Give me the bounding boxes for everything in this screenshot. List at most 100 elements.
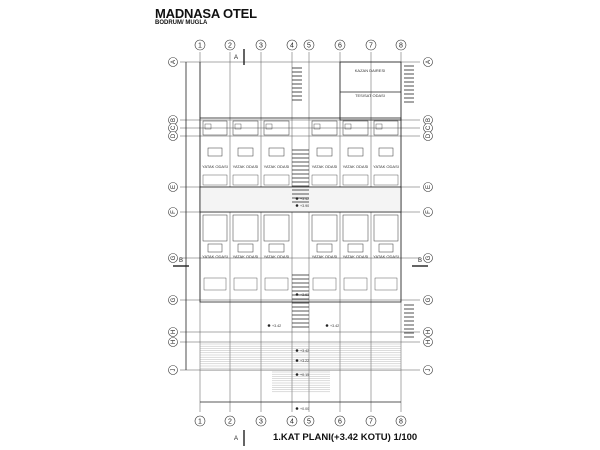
grid-bubble-label: 2 — [228, 419, 232, 426]
room-label-bedroom: YATAK ODASI — [373, 254, 399, 259]
grid-bubble-label: 3 — [259, 419, 263, 426]
room-label-bedroom: YATAK ODASI — [343, 164, 369, 169]
grid-bubble-label: 1 — [198, 419, 202, 426]
grid-bubble-label: H — [426, 330, 432, 334]
room-label-bedroom: YATAK ODASI — [312, 164, 338, 169]
grid-bubble-column — [365, 415, 377, 427]
bed-icon — [237, 243, 254, 253]
room-labels: YATAK ODASI YATAK ODASI YATAK ODASI YATAK O… — [173, 49, 428, 446]
grid-bubble-row — [423, 253, 433, 263]
room-label-boiler: KAZAN DAIRESI — [355, 68, 385, 73]
toilet-icon — [313, 123, 321, 130]
grid-bubble-label: H — [426, 340, 432, 344]
elevation-marker-icon — [295, 349, 299, 352]
grid-bubble-label: F — [171, 210, 177, 214]
bathroom-lower — [202, 214, 228, 242]
grid-bubble-label: 8 — [399, 419, 403, 426]
section-mark-label: A — [234, 436, 238, 442]
desk-icon — [311, 174, 338, 186]
room-label-plumbing: TESISAT ODASI — [355, 93, 385, 98]
balcony — [312, 277, 337, 291]
room-label-bedroom: YATAK ODASI — [312, 254, 338, 259]
room-label-bedroom: YATAK ODASI — [373, 164, 399, 169]
project-location: BODRUM/ MUGLA — [155, 20, 208, 26]
toilet-icon — [375, 123, 383, 130]
elevation-label: +3.22 — [300, 359, 309, 363]
grid-bubble-column — [194, 39, 206, 51]
grid-bubble-label: H — [171, 330, 177, 334]
desk-icon — [373, 174, 399, 186]
grid-bubble-label: G — [426, 255, 432, 260]
bed-icon — [316, 147, 333, 157]
grid-bubble-label: G — [426, 297, 432, 302]
grid-bubble-row — [168, 365, 178, 375]
bathroom-upper — [311, 120, 338, 136]
balcony — [374, 277, 398, 291]
bed-icon — [347, 243, 364, 253]
bed-icon — [268, 243, 285, 253]
toilet-icon — [344, 123, 352, 130]
elevation-marker-icon — [295, 407, 299, 410]
grid-bubble-label: G — [171, 255, 177, 260]
room-label-bedroom: YATAK ODASI — [233, 164, 259, 169]
bathroom-upper — [202, 120, 228, 136]
balcony — [233, 277, 258, 291]
walls — [185, 61, 414, 403]
section-mark-label: B — [418, 258, 422, 264]
grid-bubble-column — [365, 39, 377, 51]
grid-bubble-label: 4 — [290, 419, 294, 426]
grid-bubble-row — [423, 365, 433, 375]
grid-bubble-row — [423, 337, 433, 347]
elevation-marker-icon — [295, 373, 299, 376]
grid-bubble-label: D — [426, 133, 432, 138]
grid-bubble-row — [168, 295, 178, 305]
grid-bubble-label: A — [171, 60, 177, 64]
desk-icon — [342, 174, 369, 186]
grid-bubble-label: D — [171, 133, 177, 138]
grid-bubble-column — [334, 415, 346, 427]
elevation-marker-icon — [295, 293, 299, 296]
elevation-marker-icon — [295, 204, 299, 207]
elevation-marker-icon — [295, 359, 299, 362]
grid-bubble-column — [303, 39, 315, 51]
grid-bubble-label: J — [426, 369, 432, 372]
grid-bubble-label: E — [171, 185, 177, 189]
bed-icon — [237, 147, 254, 157]
grid-bubble-label: 2 — [228, 43, 232, 50]
grid-bubble-label: 3 — [259, 43, 263, 50]
grid-bubble-label: 6 — [338, 43, 342, 50]
bathroom-lower — [342, 214, 369, 242]
section-mark-label: B — [179, 258, 183, 264]
room-label-bedroom: YATAK ODASI — [343, 254, 369, 259]
grid-bubble-row — [168, 182, 178, 192]
room-label-bedroom: YATAK ODASI — [233, 254, 259, 259]
grid-bubble-label: 6 — [338, 419, 342, 426]
grid-lines — [180, 52, 420, 412]
grid-bubble-label: E — [426, 185, 432, 189]
grid-bubble-label: C — [426, 125, 432, 130]
grid-bubble-column — [286, 39, 298, 51]
toilet-icon — [265, 123, 273, 130]
elevation-label: +0.00 — [300, 407, 309, 411]
grid-bubble-row — [423, 327, 433, 337]
elevation-label: +3.42 — [300, 349, 309, 353]
grid-bubble-label: A — [426, 60, 432, 64]
grid-bubble-label: B — [426, 118, 432, 122]
grid-bubble-column — [224, 415, 236, 427]
bathroom-lower — [263, 214, 290, 242]
bathroom-upper — [263, 120, 290, 136]
grid-bubble-label: J — [171, 369, 177, 372]
grid-bubble-column — [286, 415, 298, 427]
balcony — [264, 277, 289, 291]
grid-bubble-label: B — [171, 118, 177, 122]
bed-icon — [207, 243, 223, 253]
grid-bubble-column — [255, 415, 267, 427]
grid-bubble-label: F — [426, 210, 432, 214]
grid-bubble-row — [168, 131, 178, 141]
balcony — [343, 277, 368, 291]
bathroom-lower — [311, 214, 338, 242]
bathroom-upper — [232, 120, 259, 136]
grid-bubble-row — [168, 253, 178, 263]
elevation-label: +3.90 — [300, 204, 309, 208]
